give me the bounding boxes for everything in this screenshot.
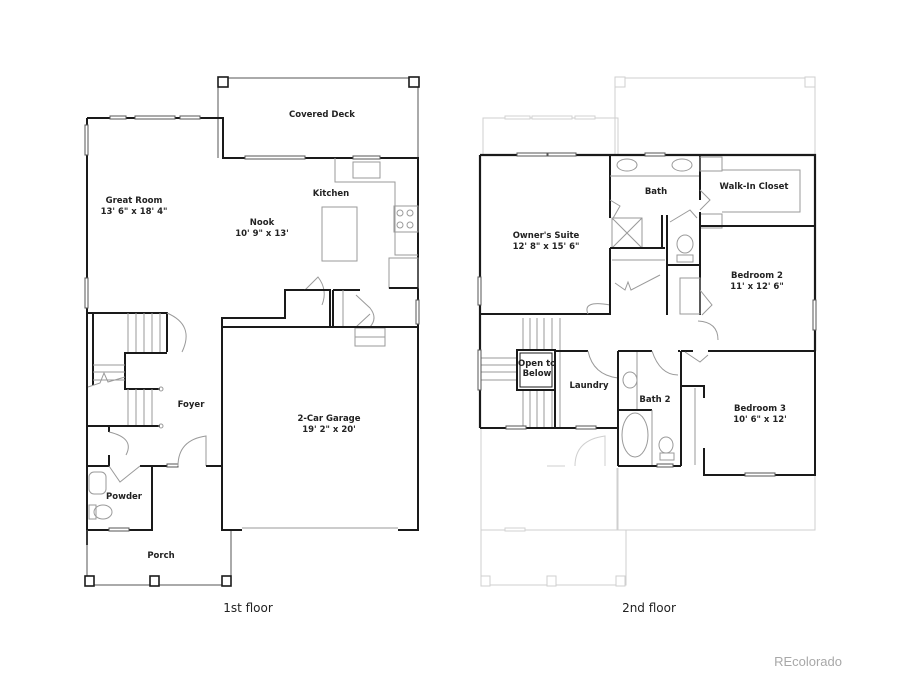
- room-label-powder: Powder: [106, 492, 142, 502]
- floor-title-second: 2nd floor: [622, 601, 676, 615]
- floor-title-first: 1st floor: [223, 601, 273, 615]
- room-label-nook: Nook 10' 9" x 13': [235, 218, 289, 239]
- room-label-great-room: Great Room 13' 6" x 18' 4": [100, 196, 168, 217]
- room-label-laundry: Laundry: [569, 381, 609, 391]
- room-label-owners-suite: Owner's Suite 12' 8" x 15' 6": [512, 231, 580, 252]
- first-floor-plan: [84, 76, 420, 587]
- room-label-covered-deck: Covered Deck: [289, 110, 355, 120]
- room-label-open-to-below: Open to Below: [518, 359, 556, 379]
- room-label-bath-2: Bath 2: [639, 395, 671, 405]
- room-label-walk-in-closet: Walk-In Closet: [719, 182, 789, 192]
- second-floor-plan: [477, 76, 817, 587]
- room-label-foyer: Foyer: [177, 400, 205, 410]
- room-label-garage: 2-Car Garage 19' 2" x 20': [297, 414, 361, 435]
- watermark-logo: REcolorado: [774, 654, 842, 669]
- room-label-bedroom-2: Bedroom 2 11' x 12' 6": [730, 271, 784, 292]
- room-label-kitchen: Kitchen: [312, 189, 350, 199]
- room-label-porch: Porch: [147, 551, 175, 561]
- room-label-bedroom-3: Bedroom 3 10' 6" x 12': [733, 404, 787, 425]
- room-label-bath: Bath: [644, 187, 668, 197]
